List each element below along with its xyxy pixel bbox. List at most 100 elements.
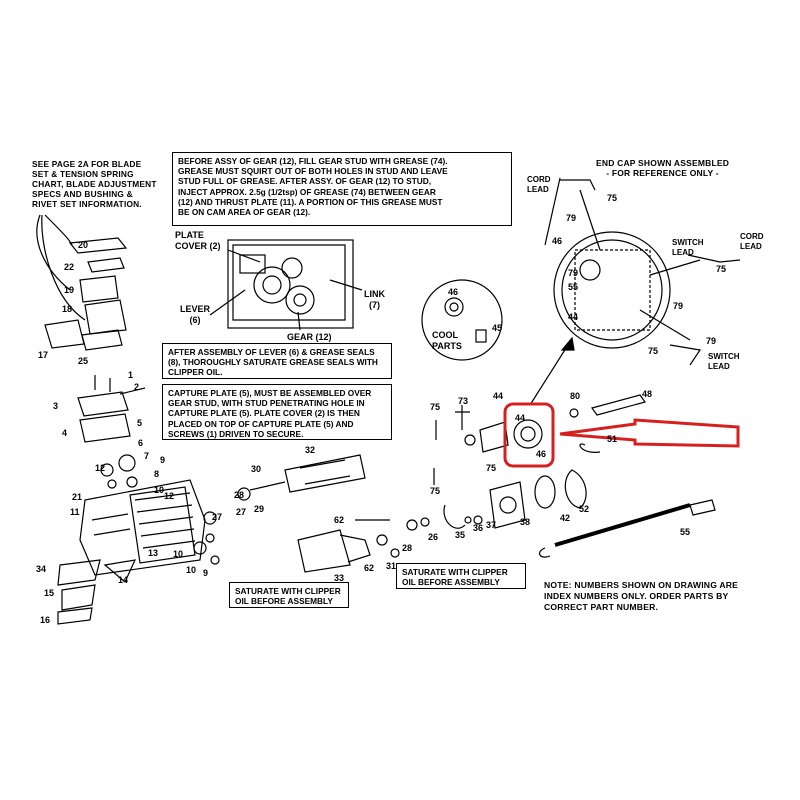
part-number: 1 bbox=[128, 370, 134, 380]
part-number: 45 bbox=[492, 323, 503, 333]
part-number: 51 bbox=[607, 434, 618, 444]
part-20-shape bbox=[68, 237, 128, 254]
part-number: 2 bbox=[134, 382, 140, 392]
part-number: 29 bbox=[254, 504, 265, 514]
part-number: 38 bbox=[520, 517, 531, 527]
capture-plate-note: CAPTURE PLATE (5), MUST BE ASSEMBLED OVE… bbox=[162, 384, 392, 440]
part-number: 15 bbox=[44, 588, 55, 598]
part-number: 4 bbox=[62, 428, 68, 438]
part-number: 75 bbox=[430, 402, 441, 412]
gear-grease-note: BEFORE ASSY OF GEAR (12), FILL GEAR STUD… bbox=[172, 152, 512, 226]
plate-cover-label: PLATE COVER (2) bbox=[175, 230, 221, 251]
part-number: 75 bbox=[486, 463, 497, 473]
part-number: 27 bbox=[212, 512, 223, 522]
part-number: 3 bbox=[53, 401, 59, 411]
part-number: 18 bbox=[62, 304, 73, 314]
part-number: 6 bbox=[138, 438, 144, 448]
part-number: 46 bbox=[536, 449, 547, 459]
part-22-shape bbox=[87, 257, 125, 273]
part-number: 44 bbox=[515, 413, 526, 423]
part-number: 12 bbox=[164, 491, 175, 501]
part-number: 46 bbox=[448, 287, 459, 297]
part-number: 36 bbox=[473, 523, 484, 533]
part-19-shape bbox=[79, 275, 119, 303]
cord-lead-label-2: CORD LEAD bbox=[740, 232, 764, 251]
part-number: 10 bbox=[173, 549, 184, 559]
part-number: 44 bbox=[493, 391, 504, 401]
part-number: 31 bbox=[386, 561, 397, 571]
part-number: 62 bbox=[364, 563, 375, 573]
part-number: 80 bbox=[570, 391, 581, 401]
part-number: 48 bbox=[642, 389, 653, 399]
part-number: 62 bbox=[334, 515, 345, 525]
part-number: 35 bbox=[455, 530, 466, 540]
part-number: 55 bbox=[568, 282, 579, 292]
part-number: 52 bbox=[579, 504, 590, 514]
part-14-shape bbox=[103, 559, 137, 583]
lever-label: LEVER (6) bbox=[180, 304, 211, 325]
part-number: 75 bbox=[648, 346, 659, 356]
part-number: 34 bbox=[36, 564, 47, 574]
part-number: 10 bbox=[154, 485, 165, 495]
part-number: 8 bbox=[154, 469, 160, 479]
part-number: 33 bbox=[334, 573, 345, 583]
end-cap-title: END CAP SHOWN ASSEMBLED - FOR REFERENCE … bbox=[596, 158, 730, 178]
part-number: 75 bbox=[607, 193, 618, 203]
part-18-shape bbox=[84, 299, 127, 335]
part-number: 37 bbox=[486, 520, 497, 530]
part-number: 79 bbox=[706, 336, 717, 346]
part-number: 75 bbox=[430, 486, 441, 496]
part-32-shape bbox=[284, 454, 366, 493]
gear-label: GEAR (12) bbox=[287, 332, 332, 342]
part-number: 25 bbox=[78, 356, 89, 366]
part-number: 79 bbox=[566, 213, 577, 223]
part-3-shape bbox=[77, 391, 129, 417]
part-number: 9 bbox=[160, 455, 166, 465]
saturate-note-left: SATURATE WITH CLIPPER OIL BEFORE ASSEMBL… bbox=[229, 582, 349, 608]
part-number: 14 bbox=[118, 575, 129, 585]
part-number: 13 bbox=[148, 548, 159, 558]
part-number: 46 bbox=[552, 236, 563, 246]
part-number: 30 bbox=[251, 464, 262, 474]
part-number: 42 bbox=[560, 513, 571, 523]
part-number: 12 bbox=[95, 463, 106, 473]
switch-lead-label-1: SWITCH LEAD bbox=[672, 238, 704, 257]
cool-parts-label: COOL PARTS bbox=[432, 330, 462, 351]
part-number: 26 bbox=[428, 532, 439, 542]
part-number: 22 bbox=[64, 262, 75, 272]
part-number: 20 bbox=[78, 240, 89, 250]
part-34-shape bbox=[57, 559, 101, 586]
part-number: 79 bbox=[568, 268, 579, 278]
part-number: 10 bbox=[186, 565, 197, 575]
part-number: 9 bbox=[203, 568, 209, 578]
part-38-shape bbox=[489, 481, 526, 529]
part-number: 7 bbox=[144, 451, 150, 461]
part-number: 16 bbox=[40, 615, 51, 625]
highlight-callout bbox=[503, 402, 740, 468]
part-number: 73 bbox=[458, 396, 469, 406]
saturate-note-right: SATURATE WITH CLIPPER OIL BEFORE ASSEMBL… bbox=[396, 563, 526, 589]
part-17-shape bbox=[44, 319, 85, 349]
part-number: 44 bbox=[568, 312, 579, 322]
part-number: 75 bbox=[716, 264, 727, 274]
part-number: 28 bbox=[234, 490, 245, 500]
lever-seals-note: AFTER ASSEMBLY OF LEVER (6) & GREASE SEA… bbox=[162, 343, 392, 379]
part-number: 21 bbox=[72, 492, 83, 502]
link-label: LINK (7) bbox=[364, 289, 385, 310]
part-number: 19 bbox=[64, 285, 75, 295]
part-number: 27 bbox=[236, 507, 247, 517]
highlight-circle bbox=[503, 402, 555, 468]
clipper-housing bbox=[79, 479, 206, 576]
highlight-arrow bbox=[559, 418, 740, 448]
switch-lead-label-2: SWITCH LEAD bbox=[708, 352, 740, 371]
part-number: 5 bbox=[137, 418, 143, 428]
index-numbers-note: NOTE: NUMBERS SHOWN ON DRAWING ARE INDEX… bbox=[544, 580, 739, 612]
blade-reference-note: SEE PAGE 2A FOR BLADE SET & TENSION SPRI… bbox=[32, 159, 157, 209]
part-4-shape bbox=[79, 413, 131, 443]
part-33-shape bbox=[297, 529, 351, 573]
part-number: 28 bbox=[402, 543, 413, 553]
part-number: 17 bbox=[38, 350, 49, 360]
part-number: 32 bbox=[305, 445, 316, 455]
